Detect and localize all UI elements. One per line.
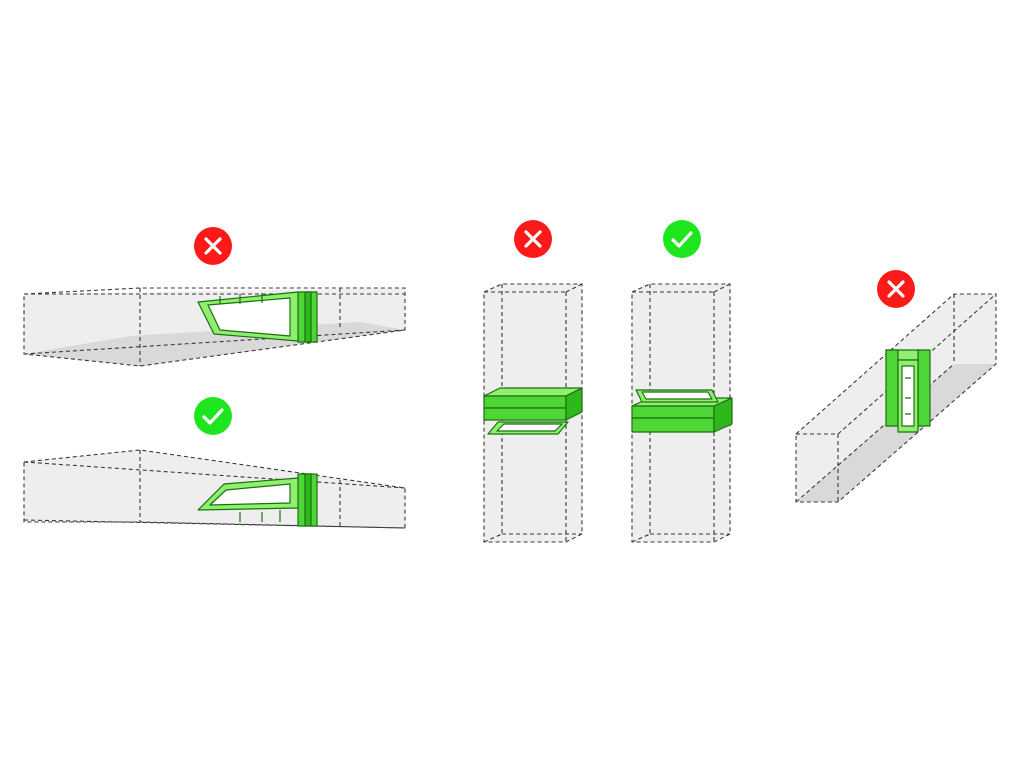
correct-badge — [194, 397, 232, 435]
check-icon — [671, 231, 693, 248]
incorrect-badge — [514, 220, 552, 258]
incorrect-badge — [877, 270, 915, 308]
access-hatch — [631, 389, 733, 433]
example-vertical-incorrect — [483, 220, 583, 543]
check-icon — [202, 408, 224, 425]
example-inclined-incorrect — [795, 270, 997, 503]
cross-icon — [887, 280, 905, 298]
incorrect-badge — [194, 227, 232, 265]
access-hatch — [483, 387, 583, 435]
cross-icon — [524, 230, 542, 248]
example-vertical-correct — [631, 220, 733, 543]
example-horizontal-correct — [23, 397, 406, 529]
cross-icon — [204, 237, 222, 255]
access-hatch — [197, 473, 318, 527]
example-horizontal-incorrect — [23, 227, 406, 367]
horizontal-duct — [23, 449, 406, 529]
access-hatch — [197, 291, 318, 343]
access-hatch — [885, 349, 931, 433]
correct-badge — [663, 220, 701, 258]
